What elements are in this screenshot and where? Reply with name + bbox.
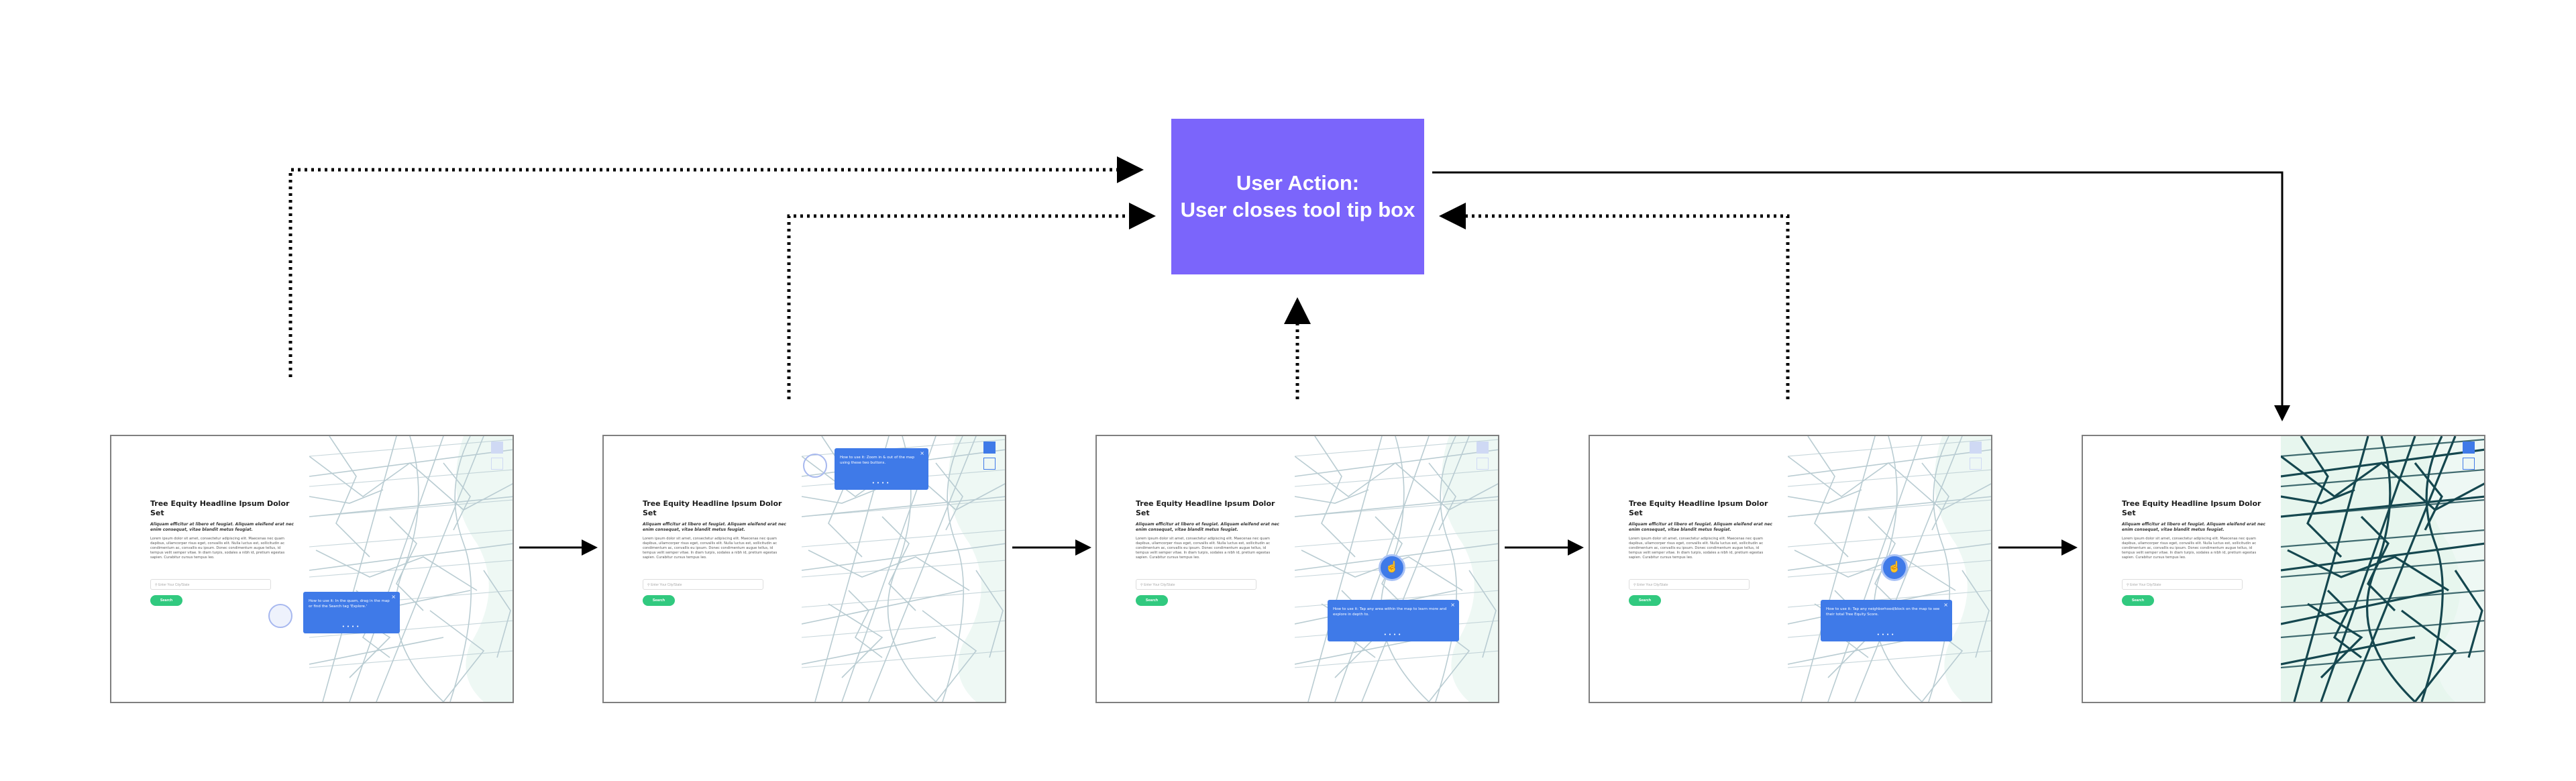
search-icon: ⚲ — [647, 583, 651, 587]
body-text: Lorem ipsum dolor sit amet, consectetur … — [643, 537, 777, 560]
tooltip-box: ×How to use it: Tap any area within the … — [1328, 600, 1459, 641]
search-button[interactable]: Search — [1136, 595, 1168, 606]
zoom-in-button[interactable] — [2463, 441, 2475, 454]
search-icon: ⚲ — [2127, 583, 2131, 587]
map[interactable] — [2281, 436, 2484, 702]
zoom-out-button[interactable] — [1477, 458, 1489, 470]
close-icon[interactable]: × — [1943, 602, 1948, 608]
tooltip-box: ×How to use it: In the quam, drag in the… — [303, 592, 400, 633]
dotted-connector-screen1 — [288, 156, 1144, 377]
tooltip-text: How to use it: Zoom in & out of the map … — [840, 456, 914, 465]
subheadline: Aliquam efficitur at libero et feugiat. … — [2122, 522, 2265, 532]
search-button[interactable]: Search — [150, 595, 182, 606]
body-text: Lorem ipsum dolor sit amet, consectetur … — [1629, 537, 1764, 560]
zoom-in-button[interactable] — [1477, 441, 1489, 454]
zoom-out-button[interactable] — [1970, 458, 1982, 470]
tooltip-text: How to use it: Tap any neighborhood/bloc… — [1826, 607, 1940, 617]
highlight-ring — [803, 454, 827, 478]
search-button[interactable]: Search — [643, 595, 675, 606]
body-text: Lorem ipsum dolor sit amet, consectetur … — [1136, 537, 1271, 560]
search-placeholder: Enter Your City/State — [1637, 583, 1668, 587]
user-action-subtitle: User closes tool tip box — [1180, 198, 1415, 221]
search-placeholder: Enter Your City/State — [1144, 583, 1175, 587]
pagination-dots: •••• — [871, 480, 892, 486]
dotted-connector-screen2 — [787, 203, 1156, 399]
tooltip-text: How to use it: Tap any area within the m… — [1333, 607, 1447, 617]
hand-pointer-icon: ☝ — [1881, 554, 1908, 581]
pagination-dots: •••• — [1876, 632, 1896, 637]
zoom-out-button[interactable] — [2463, 458, 2475, 470]
search-icon: ⚲ — [1140, 583, 1144, 587]
headline: Tree Equity Headline Ipsum Dolor Set — [1136, 499, 1275, 517]
headline: Tree Equity Headline Ipsum Dolor Set — [1629, 499, 1768, 517]
user-action-box: User Action: User closes tool tip box — [1171, 119, 1424, 274]
zoom-out-button[interactable] — [983, 458, 996, 470]
headline: Tree Equity Headline Ipsum Dolor Set — [150, 499, 290, 517]
close-icon[interactable]: × — [391, 594, 396, 600]
search-placeholder: Enter Your City/State — [651, 583, 682, 587]
zoom-in-button[interactable] — [1970, 441, 1982, 454]
map[interactable] — [309, 436, 513, 702]
subheadline: Aliquam efficitur at libero et feugiat. … — [1629, 522, 1772, 532]
pagination-dots: •••• — [1383, 632, 1403, 637]
search-placeholder: Enter Your City/State — [158, 583, 190, 587]
user-action-title: User Action: — [1236, 171, 1360, 195]
body-text: Lorem ipsum dolor sit amet, consectetur … — [150, 537, 285, 560]
pagination-dots: •••• — [341, 624, 362, 629]
close-icon[interactable]: × — [920, 450, 924, 456]
tooltip-box: ×How to use it: Tap any neighborhood/blo… — [1821, 600, 1952, 641]
search-button[interactable]: Search — [2122, 595, 2154, 606]
tooltip-text: How to use it: In the quam, drag in the … — [309, 599, 390, 609]
dotted-connector-screen4 — [1439, 203, 1790, 399]
zoom-out-button[interactable] — [491, 458, 503, 470]
search-input[interactable]: ⚲ Enter Your City/State — [1629, 579, 1750, 590]
search-icon: ⚲ — [155, 583, 159, 587]
zoom-in-button[interactable] — [983, 441, 996, 454]
search-input[interactable]: ⚲ Enter Your City/State — [2122, 579, 2243, 590]
search-input[interactable]: ⚲ Enter Your City/State — [150, 579, 271, 590]
headline: Tree Equity Headline Ipsum Dolor Set — [2122, 499, 2261, 517]
subheadline: Aliquam efficitur at libero et feugiat. … — [150, 522, 294, 532]
tooltip-box: × How to use it: Zoom in & out of the map… — [835, 448, 928, 490]
subheadline: Aliquam efficitur at libero et feugiat. … — [643, 522, 786, 532]
headline: Tree Equity Headline Ipsum Dolor Set — [643, 499, 782, 517]
search-button[interactable]: Search — [1629, 595, 1661, 606]
highlight-ring — [268, 604, 292, 628]
solid-connector-action-to-screen5 — [1432, 171, 2290, 421]
search-icon: ⚲ — [1633, 583, 1638, 587]
hand-pointer-icon: ☝ — [1379, 554, 1405, 581]
search-input[interactable]: ⚲ Enter Your City/State — [1136, 579, 1256, 590]
search-placeholder: Enter Your City/State — [2130, 583, 2161, 587]
zoom-in-button[interactable] — [491, 441, 503, 454]
subheadline: Aliquam efficitur at libero et feugiat. … — [1136, 522, 1279, 532]
body-text: Lorem ipsum dolor sit amet, consectetur … — [2122, 537, 2257, 560]
search-input[interactable]: ⚲ Enter Your City/State — [643, 579, 763, 590]
close-icon[interactable]: × — [1450, 602, 1455, 608]
